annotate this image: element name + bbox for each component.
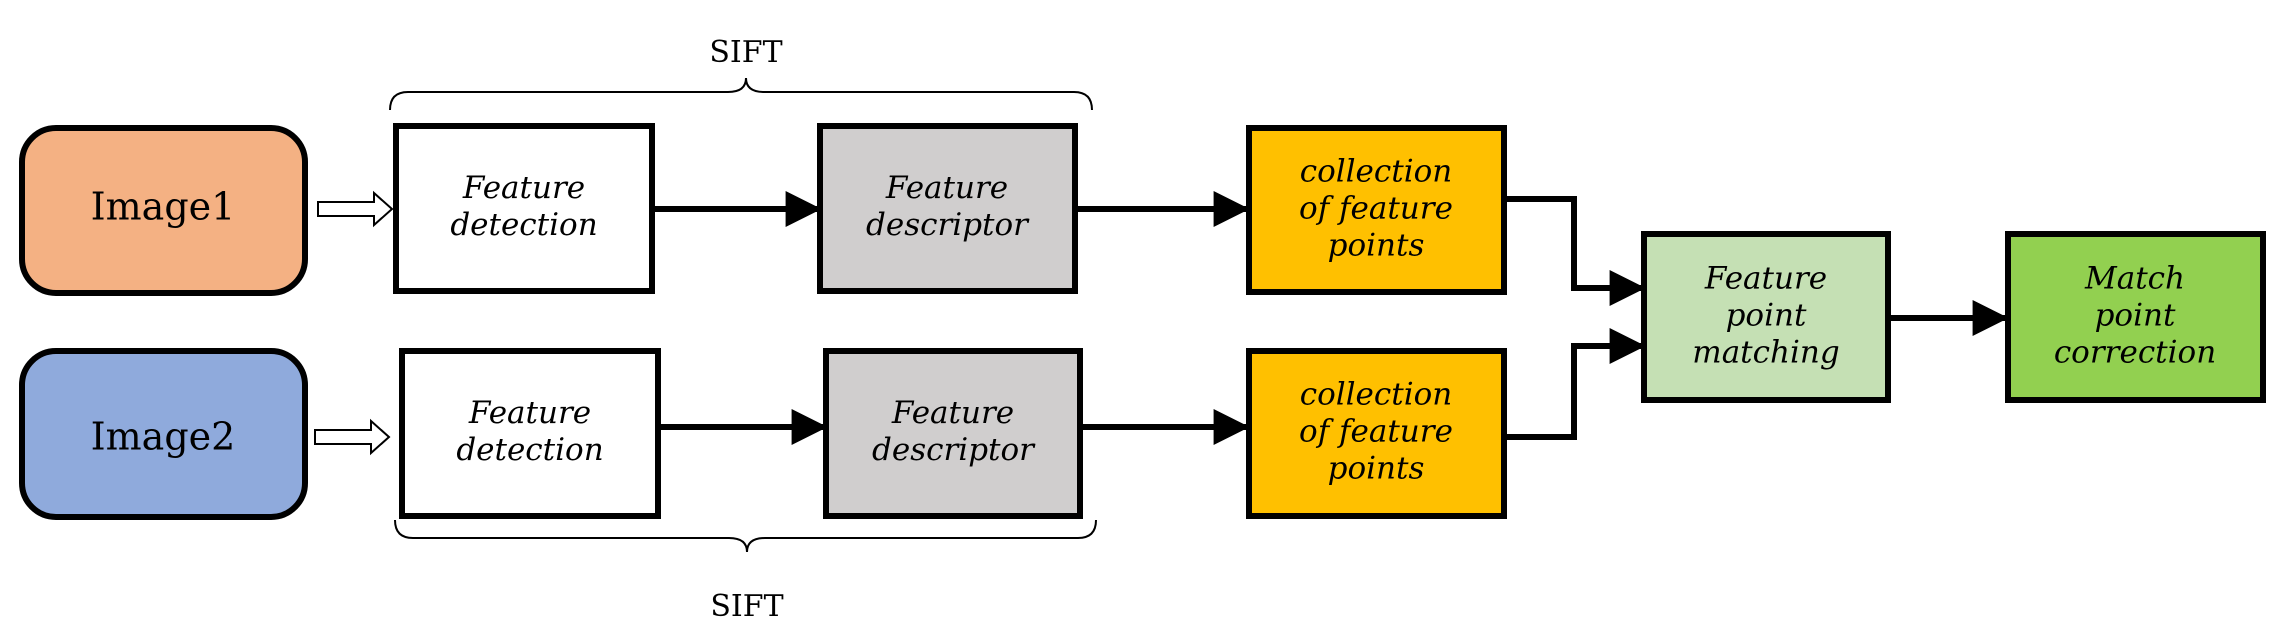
label-line: Match (2084, 261, 2185, 297)
collection-1-box (1246, 125, 1507, 295)
collection-2-box (1246, 348, 1507, 519)
label-line: detection (450, 207, 597, 243)
collection1-to-matching-arrow (1506, 196, 1646, 306)
label-line: points (1328, 451, 1425, 487)
label-line: descriptor (866, 207, 1030, 243)
sift-top-brace (389, 77, 1093, 111)
image1-node: Image1 (19, 125, 308, 296)
image1-label: Image1 (91, 185, 236, 229)
label-line: matching (1692, 335, 1839, 371)
sift-bottom-brace (394, 519, 1097, 553)
label-line: points (1328, 228, 1425, 264)
label-line: Feature (891, 395, 1014, 431)
match-point-correction-box (2005, 231, 2266, 403)
label-line: Image2 (91, 415, 236, 459)
image2-label: Image2 (91, 415, 236, 459)
label-line: of feature (1299, 191, 1453, 227)
label-line: Feature (468, 395, 591, 431)
image1-box (19, 125, 308, 296)
label-line: Feature (885, 170, 1008, 206)
sift-bottom-label: SIFT (710, 589, 783, 624)
label-line: descriptor (872, 432, 1036, 468)
feature-detection-2-box (399, 348, 661, 519)
label-line: correction (2054, 335, 2216, 371)
label-line: detection (456, 432, 603, 468)
feature-descriptor-2-box (823, 348, 1083, 519)
label-line: point (2095, 298, 2176, 334)
image2-node: Image2 (19, 348, 308, 520)
label-line: Feature (462, 170, 585, 206)
collection2-to-matching-arrow (1506, 328, 1646, 440)
image2-box (19, 348, 308, 520)
sift-top-label: SIFT (709, 35, 782, 70)
image2-input-arrow (314, 418, 391, 456)
image1-input-arrow (317, 190, 394, 228)
feature-point-matching-box (1641, 231, 1891, 403)
label-line: Image1 (91, 185, 236, 229)
label-line: Feature (1704, 261, 1827, 297)
label-line: point (1726, 298, 1807, 334)
label-line: collection (1300, 377, 1453, 413)
feature-descriptor-1-box (817, 123, 1078, 294)
label-line: of feature (1299, 414, 1453, 450)
feature-detection-1-box (393, 123, 655, 294)
label-line: collection (1300, 154, 1453, 190)
